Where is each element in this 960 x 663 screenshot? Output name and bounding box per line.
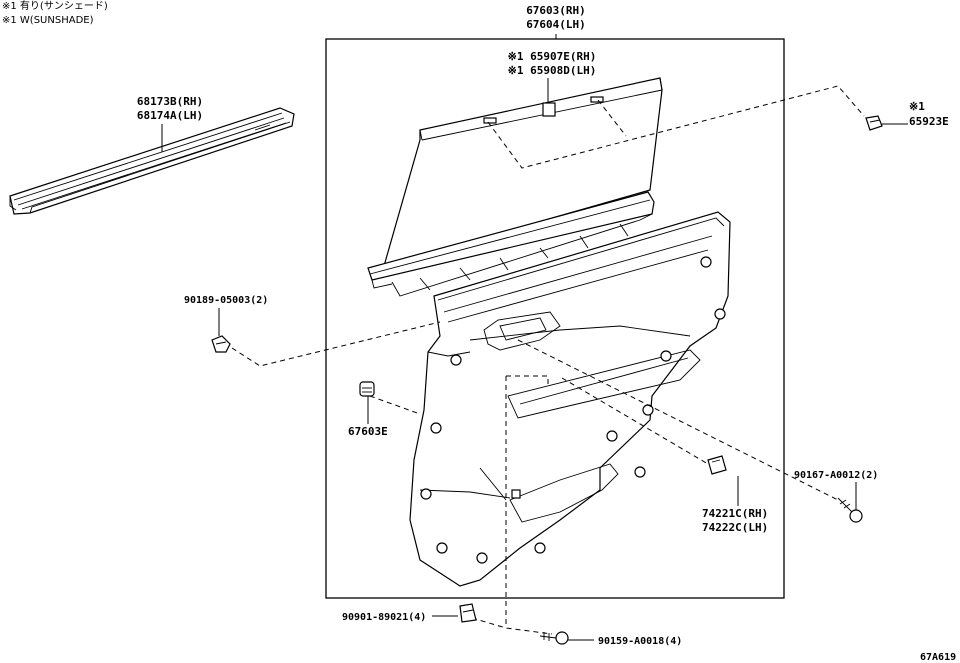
cover-part[interactable] bbox=[707, 455, 727, 475]
screw-90159-part[interactable] bbox=[539, 631, 569, 645]
clip-67603e-dashed-leader bbox=[369, 395, 421, 415]
clip-65923e-part[interactable] bbox=[865, 115, 883, 131]
label-74222c-lh: 74222C(LH) bbox=[702, 521, 768, 534]
clip-67603e-part[interactable] bbox=[359, 381, 375, 397]
label-67603e: 67603E bbox=[348, 425, 388, 438]
label-67604-lh: 67604(LH) bbox=[526, 18, 586, 31]
screw-90189-part[interactable] bbox=[211, 335, 231, 353]
label-68174a-lh: 68174A(LH) bbox=[137, 109, 203, 122]
label-65923e: 65923E bbox=[909, 115, 949, 128]
sunshade-clip-dashed-leader bbox=[487, 85, 865, 169]
label-74221c-rh: 74221C(RH) bbox=[702, 507, 768, 520]
note-sunshade-jp: ※1 有り(サンシェード) bbox=[2, 0, 108, 12]
label-68173b-rh: 68173B(RH) bbox=[137, 95, 203, 108]
sunshade-part[interactable] bbox=[367, 77, 663, 297]
cover-dashed-leader bbox=[561, 377, 709, 465]
label-65923e-note: ※1 bbox=[909, 100, 925, 113]
diagram-code: 67A619 bbox=[920, 652, 956, 663]
screw-90189-dashed-leader bbox=[231, 321, 441, 367]
sunshade-hook bbox=[542, 102, 556, 117]
label-67603-rh: 67603(RH) bbox=[526, 4, 586, 17]
clip-90901-part[interactable] bbox=[459, 603, 477, 623]
label-90167-a0012: 90167-A0012(2) bbox=[794, 470, 878, 481]
label-65908d-lh: ※1 65908D(LH) bbox=[508, 64, 597, 77]
screw-90167-part[interactable] bbox=[837, 497, 863, 523]
assembly-frame bbox=[325, 38, 785, 599]
label-90189-05003: 90189-05003(2) bbox=[184, 295, 268, 306]
label-90159-a0018: 90159-A0018(4) bbox=[598, 636, 682, 647]
label-90901-89021: 90901-89021(4) bbox=[342, 612, 426, 623]
screw-90167-dashed-leader bbox=[517, 339, 839, 501]
door-trim-board[interactable] bbox=[409, 211, 731, 587]
label-65907e-rh: ※1 65907E(RH) bbox=[508, 50, 597, 63]
weatherstrip-part[interactable] bbox=[9, 107, 295, 215]
note-sunshade-en: ※1 W(SUNSHADE) bbox=[2, 15, 94, 26]
